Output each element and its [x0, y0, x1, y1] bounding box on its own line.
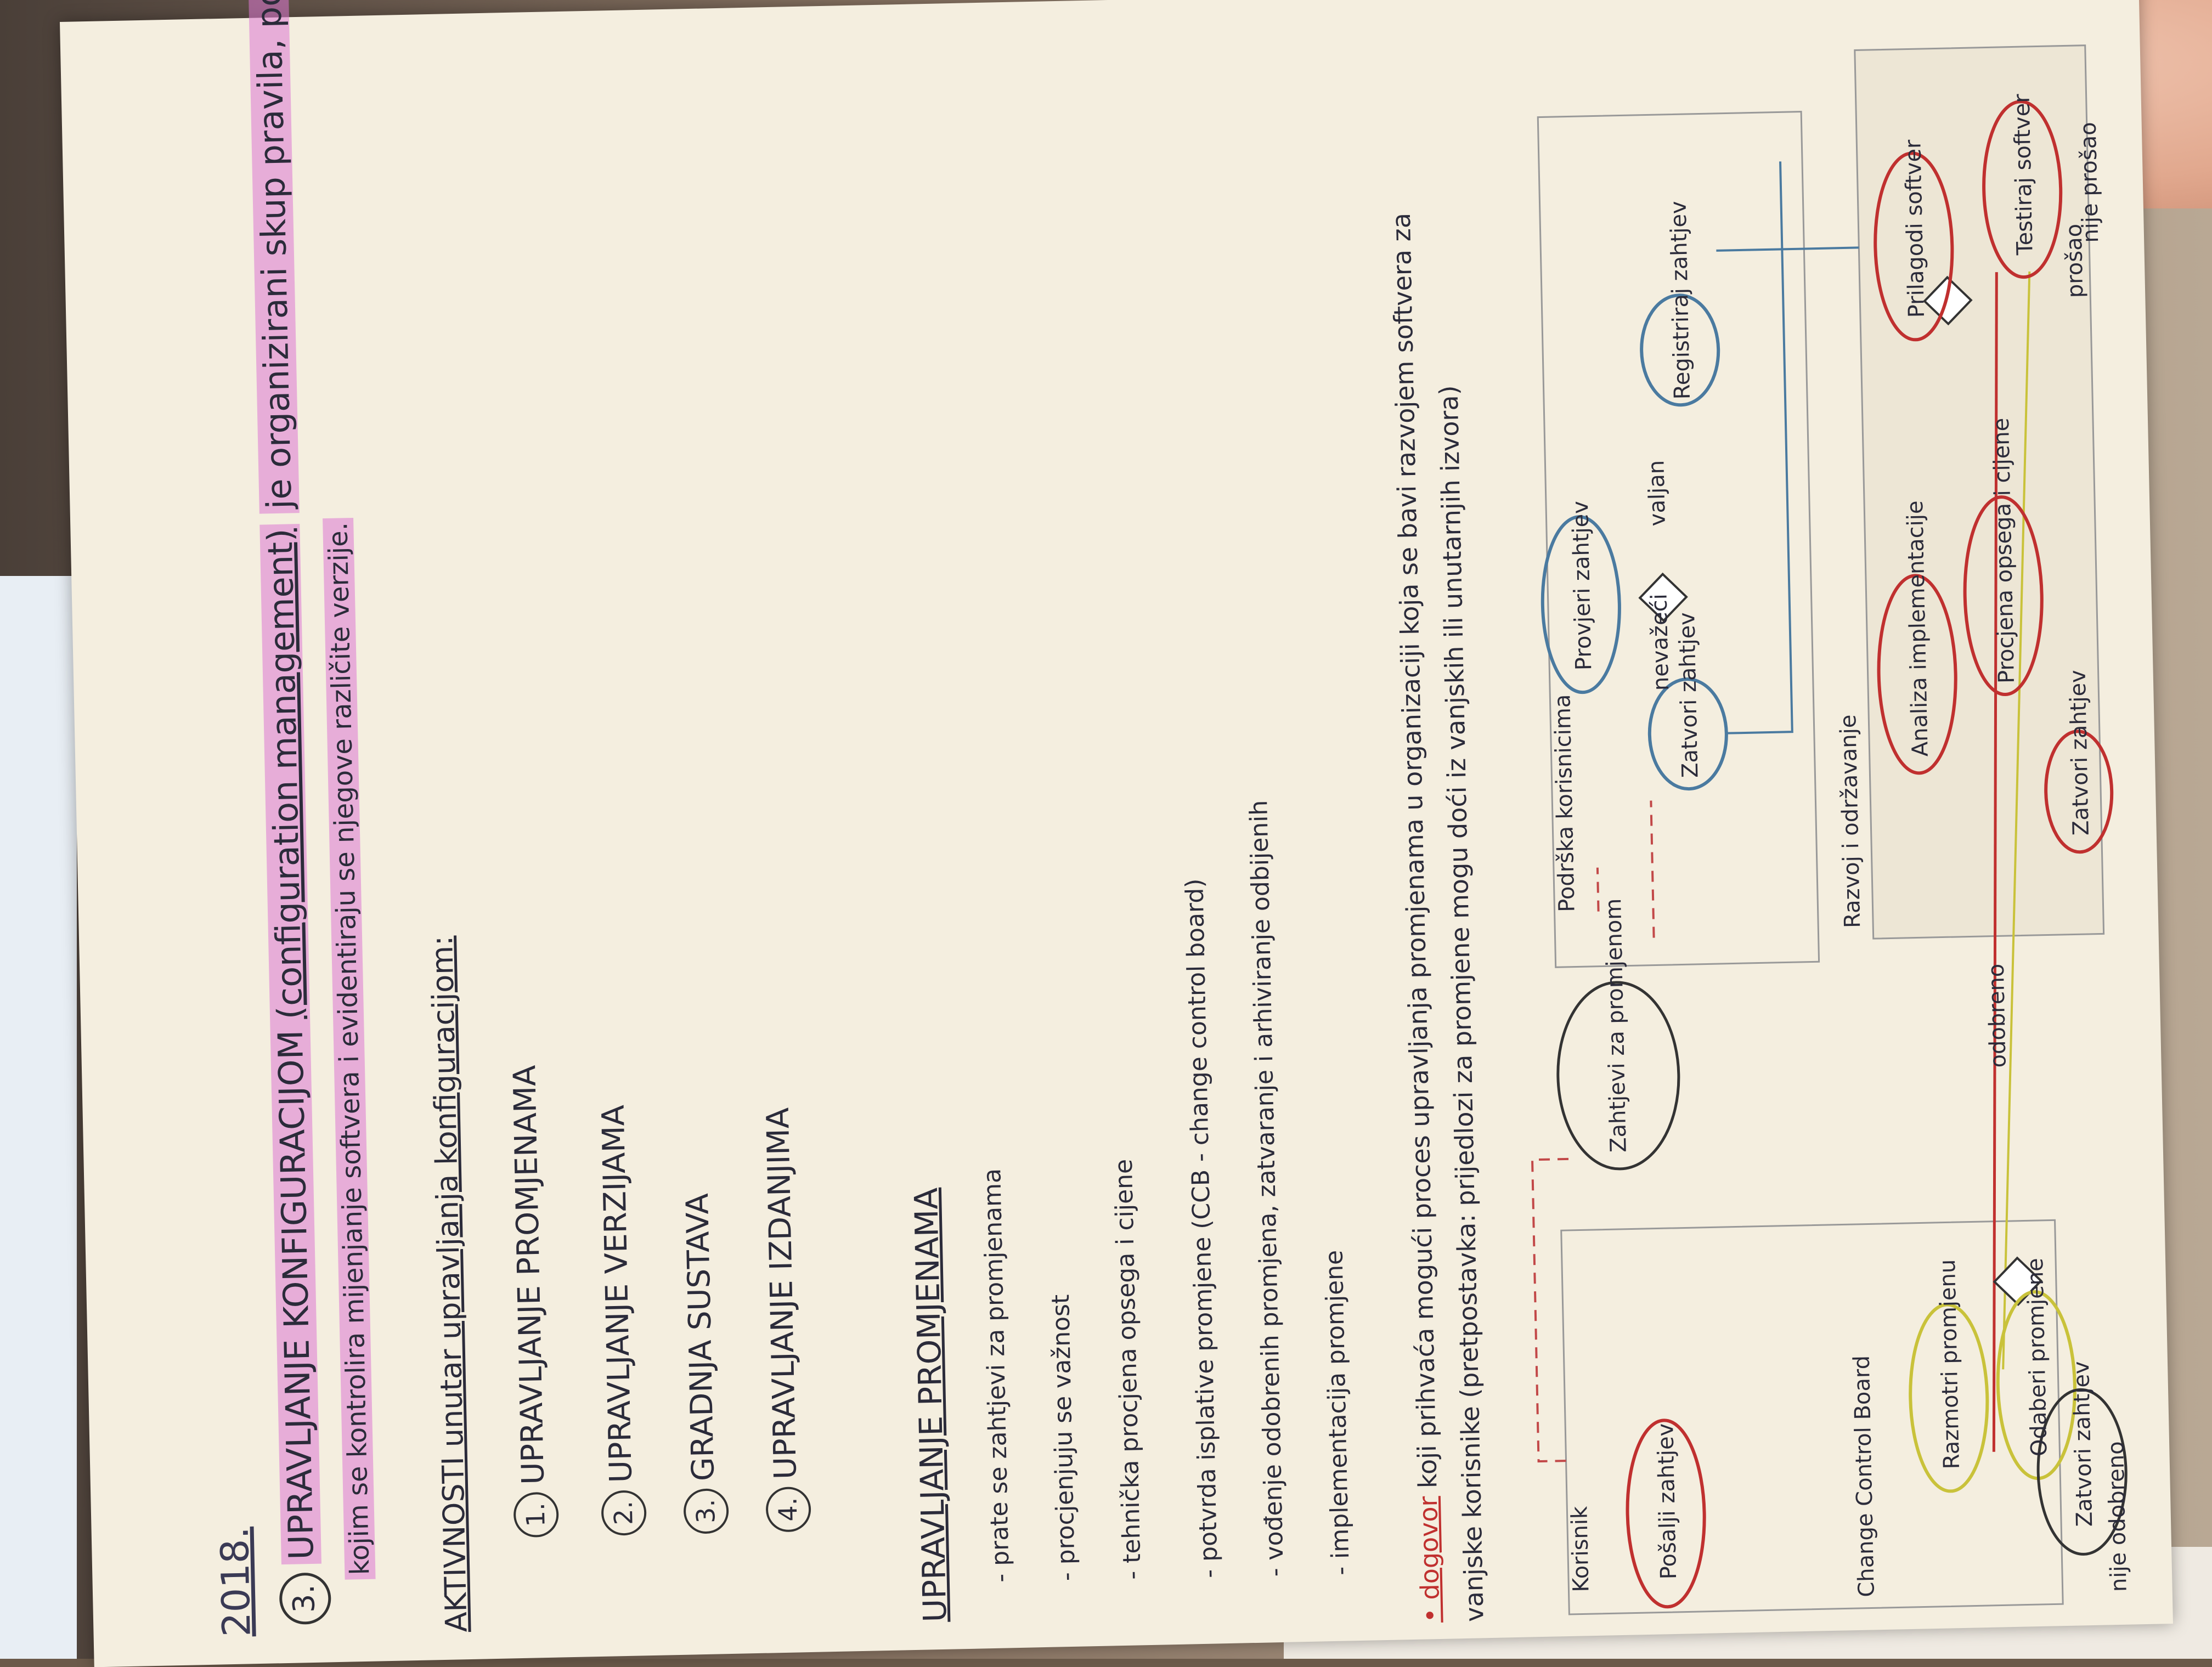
- activity-item: 4.UPRAVLJANJE IZDANJIMA: [758, 1107, 811, 1533]
- edge-valjan: valjan: [1644, 460, 1671, 527]
- node-registriraj-label: Registriraj zahtjev: [1666, 200, 1696, 400]
- bullet-item: - vođenje odobrenih promjena, zatvaranje…: [1245, 800, 1289, 1577]
- edge-nije-odobreno: nije odobreno: [2103, 1440, 2132, 1592]
- node-posalji-label: Pošalji zahtjev: [1653, 1423, 1682, 1580]
- node-zatvori1-label: Zatvori zahtjev: [1674, 612, 1703, 778]
- edge-nevazeci: nevažeći: [1646, 593, 1674, 691]
- notebook-page: 2018. 3. UPRAVLJANJE KONFIGURACIJOM (conf…: [60, 0, 2173, 1667]
- node-analiza: [1877, 574, 1957, 775]
- node-zatvori3: [2044, 730, 2114, 854]
- year-heading: 2018.: [212, 1526, 259, 1637]
- node-procjena: [1963, 495, 2044, 697]
- node-posalji: [1626, 1419, 1706, 1609]
- decision-diamond-1: [1638, 572, 1688, 623]
- bullet-item: - tehnička procjena opsega i cijene: [1109, 1159, 1147, 1580]
- bullet-item: - implementacija promjene: [1320, 1250, 1355, 1576]
- node-zatvori3-label: Zatvori zahtjev: [2065, 669, 2094, 836]
- edge-nije-prosao: nije prošao: [2075, 121, 2104, 244]
- node-zahtjev-label: Zahtjevi za promjenom: [1601, 898, 1632, 1153]
- definition-line: kojim se kontrolira mijenjanje softvera …: [323, 517, 376, 1580]
- change-management-heading: UPRAVLJANJE PROMJENAMA: [907, 1187, 954, 1623]
- bullet-item: - potvrda isplative promjene (CCB - chan…: [1181, 878, 1223, 1579]
- node-zatvori2: [2036, 1388, 2128, 1556]
- section-title: 3. UPRAVLJANJE KONFIGURACIJOM (configurat…: [240, 0, 332, 1625]
- rotated-page-content: 2018. 3. UPRAVLJANJE KONFIGURACIJOM (conf…: [99, 0, 2135, 1655]
- node-provjeri: [1541, 515, 1621, 694]
- node-zatvori2-label: Zatvori zahtjev: [2068, 1360, 2098, 1527]
- node-prilagodi-label: Prilagodi softver: [1900, 139, 1930, 318]
- node-zahtjev: [1556, 981, 1680, 1171]
- lane-support-box: [1537, 111, 1820, 968]
- section-number: 3.: [279, 1572, 332, 1625]
- note-line-2: vanjske korisnike (pretpostavka: prijedl…: [1434, 385, 1489, 1623]
- node-zatvori1: [1647, 677, 1728, 791]
- bullet-item: - procjenjuju se važnost: [1046, 1294, 1081, 1581]
- flow-dashed-1: [1531, 1157, 1577, 1463]
- flow-dashed-3: [1596, 867, 1600, 912]
- diagram-graphics: [1531, 44, 2128, 1615]
- flow-dashed-2: [1650, 800, 1655, 938]
- node-analiza-label: Analiza implementacije: [1903, 500, 1933, 757]
- title-rest: je organizirani skup pravila, postupaka …: [242, 0, 300, 514]
- lane-ccb-box: [1560, 1219, 2064, 1615]
- edge-odobreno: odobreno: [1983, 963, 2011, 1068]
- lane-razvoj-label: Razvoj i održavanje: [1836, 714, 1866, 929]
- node-razmotri: [1909, 1303, 1989, 1493]
- monitor-edge: [0, 576, 77, 1659]
- flow-support: [1726, 161, 1793, 734]
- lane-dev-box: [1854, 44, 2105, 940]
- node-odaberi-label: Odaberi promjene: [2022, 1257, 2052, 1457]
- lane-podrska-label: Podrška korisnicima: [1550, 694, 1580, 913]
- node-registriraj: [1640, 293, 1720, 407]
- decision-diamond-2: [1923, 275, 1973, 326]
- node-provjeri-label: Provjeri zahtjev: [1567, 500, 1597, 671]
- bullet-item: - prate se zahtjevi za promjenama: [978, 1168, 1015, 1583]
- title-main: UPRAVLJANJE KONFIGURACIJOM: [270, 1030, 321, 1561]
- node-prilagodi: [1874, 151, 1954, 342]
- node-razmotri-label: Razmotri promjenu: [1935, 1259, 1965, 1470]
- flow-to-ccb: [1992, 272, 1998, 1452]
- activity-item: 1.UPRAVLJANJE PROMJENAMA: [504, 1065, 560, 1538]
- change-process-diagram: Korisnik Podrška korisnicima Razvoj i od…: [1470, 23, 2134, 1626]
- flow-register: [1716, 246, 1859, 252]
- title-english: (configuration management): [259, 528, 311, 1020]
- activity-item: 2.UPRAVLJANJE VERZIJAMA: [593, 1104, 647, 1536]
- flow-approved: [2002, 271, 2031, 1370]
- lane-korisnik-label: Korisnik: [1567, 1506, 1594, 1593]
- activities-heading: AKTIVNOSTI unutar upravljanja konfigurac…: [425, 935, 474, 1633]
- node-testiraj: [1982, 100, 2063, 279]
- activity-item: 3.GRADNJA SUSTAVA: [677, 1193, 729, 1534]
- lane-ccb-label: Change Control Board: [1849, 1355, 1880, 1598]
- node-testiraj-label: Testiraj softver: [2009, 93, 2038, 256]
